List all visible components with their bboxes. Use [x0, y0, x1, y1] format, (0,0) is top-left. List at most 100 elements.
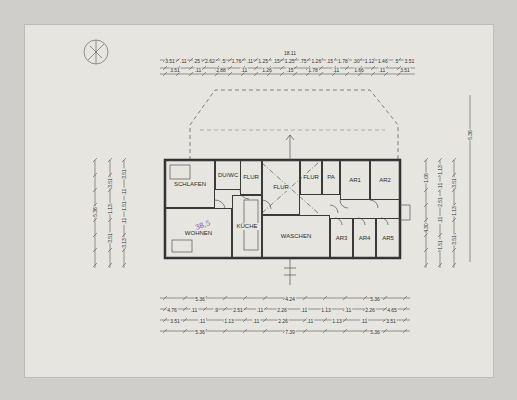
dimension-text: 2.62 — [205, 59, 216, 64]
dimension-tick — [223, 329, 227, 333]
room-label: AR1 — [348, 177, 362, 184]
dimension-tick — [189, 66, 193, 70]
dimension-tick — [424, 233, 428, 237]
dimension-text: 3.51 — [170, 68, 181, 73]
dimension-tick — [452, 188, 456, 192]
dimension-text: .11 — [378, 68, 386, 73]
dimension-text: .11 — [190, 308, 198, 313]
dimension-tick — [343, 296, 347, 300]
room-label: FLUR — [302, 174, 320, 181]
dimension-text: 3.51 — [108, 233, 113, 244]
dimension-text: 1.78 — [338, 59, 349, 64]
dimension-tick — [163, 72, 167, 76]
room-label: DU/WC — [217, 172, 239, 179]
dimension-tick — [332, 72, 336, 76]
dimension-tick — [241, 72, 245, 76]
dimension-text: 4.76 — [167, 308, 178, 313]
room: SCHLAFEN — [165, 160, 215, 208]
dimension-text: .11 — [240, 68, 248, 73]
dimension-tick — [345, 66, 349, 70]
dimension-tick — [93, 233, 97, 237]
dimension-text: 3.51 — [170, 319, 181, 324]
dimension-text: .11 — [122, 188, 127, 196]
dimension-text: .30 — [352, 59, 360, 64]
dimension-tick — [108, 263, 112, 267]
room: WASCHEN — [262, 215, 330, 258]
dimension-tick — [163, 296, 167, 300]
dimension-tick — [243, 307, 247, 311]
dimension-tick — [163, 318, 167, 322]
dimension-tick — [223, 307, 227, 311]
dimension-text: 1.25 — [258, 59, 269, 64]
dimension-tick — [452, 158, 456, 162]
dimension-text: 5.36 — [195, 297, 206, 302]
room: AR1 — [340, 160, 370, 200]
dimension-tick — [108, 218, 112, 222]
dimension-tick — [263, 296, 267, 300]
dimension-tick — [384, 72, 388, 76]
dimension-tick — [108, 173, 112, 177]
dimension-text: 3.51 — [452, 235, 457, 246]
dimension-tick — [323, 318, 327, 322]
room: FLUR — [240, 160, 262, 195]
dimension-tick — [254, 72, 258, 76]
dimension-tick — [438, 233, 442, 237]
dimension-text: .11 — [198, 319, 206, 324]
dimension-tick — [280, 66, 284, 70]
dimension-text: .11 — [256, 308, 264, 313]
paper-sheet — [24, 24, 494, 378]
dimension-tick — [108, 248, 112, 252]
dimension-tick — [363, 329, 367, 333]
dimension-text: 1.13 — [438, 165, 443, 176]
dimension-text: 1.78 — [308, 68, 319, 73]
dimension-tick — [122, 248, 126, 252]
dimension-text: 3.51 — [122, 169, 127, 180]
dimension-text: 2.26 — [278, 319, 289, 324]
dimension-tick — [343, 318, 347, 322]
dimension-text: .25 — [193, 59, 201, 64]
dimension-tick — [424, 203, 428, 207]
room-label: AR2 — [378, 177, 392, 184]
dimension-text: 5.36 — [370, 330, 381, 335]
room-label: KÜCHE — [235, 223, 258, 230]
dimension-tick — [383, 296, 387, 300]
dimension-tick — [93, 173, 97, 177]
dimension-tick — [202, 66, 206, 70]
room-label: AR5 — [381, 235, 395, 242]
room-label: SCHLAFEN — [173, 181, 207, 188]
dimension-tick — [215, 58, 219, 62]
dimension-tick — [424, 218, 428, 222]
dimension-tick — [343, 329, 347, 333]
dimension-text: 3.51 — [386, 319, 397, 324]
dimension-tick — [228, 66, 232, 70]
dimension-text: 5.36 — [370, 297, 381, 302]
dimension-text: 1.51 — [438, 240, 443, 251]
dimension-tick — [424, 158, 428, 162]
dimension-tick — [122, 158, 126, 162]
dimension-text: 1.13 — [452, 206, 457, 217]
dimension-text: 2.26 — [277, 308, 288, 313]
dimension-text: 3.51 — [404, 59, 415, 64]
dimension-text: 3.51 — [452, 178, 457, 189]
room: PA — [322, 160, 340, 195]
dimension-tick — [183, 329, 187, 333]
dimension-tick — [93, 218, 97, 222]
dimension-text: 4.30 — [424, 223, 429, 234]
dimension-tick — [228, 72, 232, 76]
dimension-text: .11 — [438, 216, 443, 224]
dimension-text: 1.26 — [262, 68, 273, 73]
dimension-text: 1.13 — [321, 308, 332, 313]
dimension-tick — [424, 248, 428, 252]
dimension-text: 3.51 — [108, 178, 113, 189]
dimension-tick — [183, 318, 187, 322]
dimension-text: 1.76 — [231, 59, 242, 64]
dimension-tick — [254, 66, 258, 70]
dimension-tick — [183, 307, 187, 311]
dimension-text: 1.06 — [424, 173, 429, 184]
dimension-tick — [280, 72, 284, 76]
dimension-tick — [363, 296, 367, 300]
dimension-tick — [108, 188, 112, 192]
dimension-tick — [358, 72, 362, 76]
dimension-tick — [424, 263, 428, 267]
dimension-tick — [403, 318, 407, 322]
